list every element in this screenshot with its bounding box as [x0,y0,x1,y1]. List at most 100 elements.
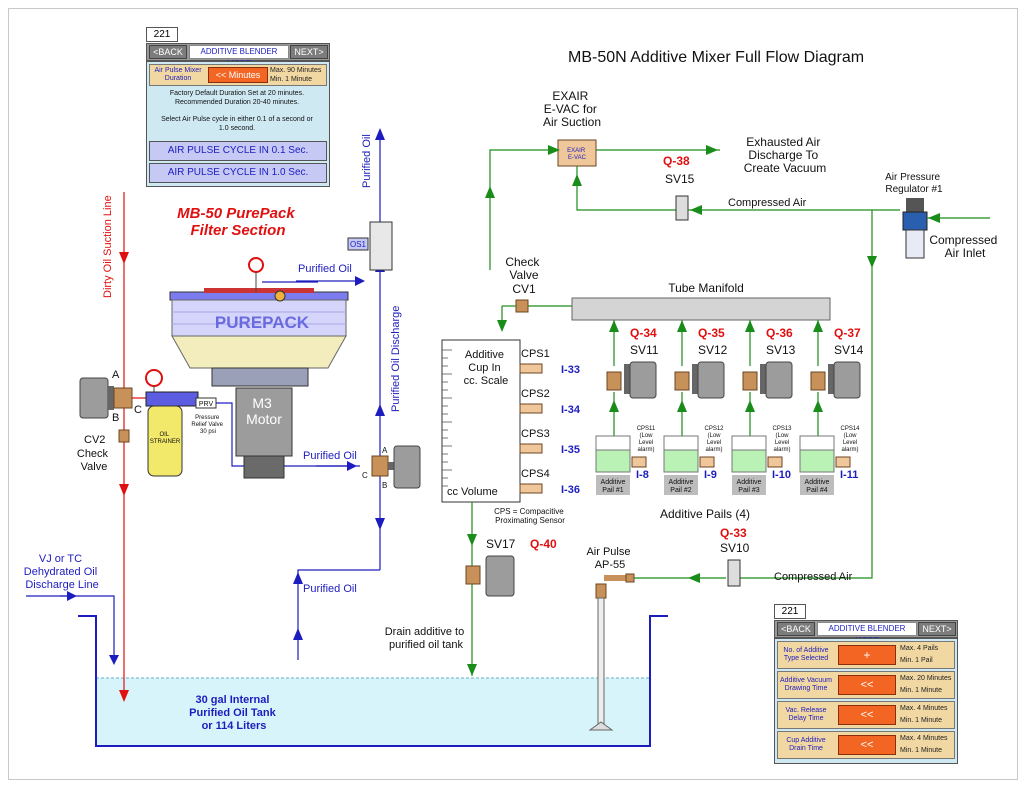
pail-valve [810,371,826,391]
svg-text:EXAIR E-VAC: EXAIR E-VAC [567,148,587,161]
pail-sv-label: SV14 [834,343,864,357]
cps-input-label: I-36 [561,484,580,496]
cps-note: CPS = Compacitive Proximating Sensor [494,507,566,525]
compressed-air-inlet-label: Compressed Air Inlet [929,233,1000,260]
vacuum-drawing-button[interactable]: << [838,675,896,695]
regulator-label: Air Pressure Regulator #1 [885,172,943,195]
cps-input-label: I-34 [561,404,581,416]
cv1-label: CV1 [512,282,536,296]
cup-drain-button[interactable]: << [838,735,896,755]
vj-line-label: VJ or TC Dehydrated Oil Discharge Line [24,553,100,591]
cps-sensor [519,443,543,454]
additive-pails-label: Additive Pails (4) [660,507,750,521]
right-valve-a: A [382,446,388,455]
sv10-label: SV10 [720,541,750,555]
panel-number: 221 [146,27,178,42]
additive-type-plus-button[interactable]: + [838,645,896,665]
pail-q-label: Q-35 [698,326,725,340]
pail-input-label: I-8 [636,469,649,481]
dirty-oil-label: Dirty Oil Suction Line [102,195,114,298]
pail-container [731,449,767,473]
q38-label: Q-38 [663,154,690,168]
mode-title: ADDITIVE BLENDER MODE [189,45,289,68]
exair-label: EXAIR E-VAC for Air Suction [543,89,601,129]
sv15-valve [675,195,689,221]
purified-oil-label-3: Purified Oil [303,583,357,595]
back-button[interactable]: <BACK [777,622,815,636]
purepack-label: PUREPACK [215,313,310,332]
os1-label: OS1 [350,240,367,249]
pail-input-label: I-9 [704,469,717,481]
duration-info: Factory Default Duration Set at 20 minut… [161,90,313,132]
pail-q-label: Q-36 [766,326,793,340]
pail-sv-label: SV13 [766,343,796,357]
panel-nav: <BACK ADDITIVE BLENDER MODE NEXT> [774,620,958,645]
drain-label: Drain additive to purified oil tank [385,626,468,651]
cv1-valve [515,299,529,313]
cps-label: CPS1 [521,348,550,360]
additive-cup-label: Additive Cup In cc. Scale [464,349,509,387]
release-delay-button[interactable]: << [838,705,896,725]
tube-manifold [571,297,831,321]
m3-motor [235,387,293,457]
sv17-valve [465,565,481,585]
pail-sv-label: SV12 [698,343,728,357]
air-pulse-cycle-1-0-button[interactable]: AIR PULSE CYCLE IN 1.0 Sec. [149,163,327,183]
additive-settings-panel: 221 <BACK ADDITIVE BLENDER MODE NEXT> No… [774,604,958,764]
vj-line [26,595,119,665]
svg-text:OIL STRAINER: OIL STRAINER [150,432,181,445]
prv-description: Pressure Relief Valve 30 psi [191,415,224,435]
right-valve-b: B [382,481,387,490]
cps-sensor [519,363,543,374]
sv17-label: SV17 [486,537,516,551]
air-pulse-cycle-0-1-button[interactable]: AIR PULSE CYCLE IN 0.1 Sec. [149,141,327,161]
mode-title: ADDITIVE BLENDER MODE [817,622,917,645]
left-valve-actuator [79,377,109,419]
oil-strainer [147,405,183,477]
air-pulse-label: Air Pulse AP-55 [586,546,633,571]
pail-input-label: I-11 [840,469,858,481]
left-valve-c: C [134,404,142,416]
tube-manifold-label: Tube Manifold [668,281,744,295]
tank-label: 30 gal Internal Purified Oil Tank or 114… [189,694,279,732]
cps-label: CPS2 [521,388,550,400]
purified-oil-top-label: Purified Oil [361,134,373,188]
additive-cup [441,339,521,503]
exhausted-air-label: Exhausted Air Discharge To Create Vacuum [744,135,826,175]
q40-label: Q-40 [530,537,557,551]
duration-minutes-button[interactable]: << Minutes [208,67,268,83]
pail-q-label: Q-37 [834,326,861,340]
pail-actuator [833,361,861,399]
exair-evac [557,139,597,167]
next-button[interactable]: NEXT> [290,45,328,59]
left-valve-a: A [112,369,120,381]
left-valve-b: B [112,412,119,424]
next-button[interactable]: NEXT> [918,622,956,636]
sv15-label: SV15 [665,172,695,186]
q33-label: Q-33 [720,526,747,540]
pail-valve [742,371,758,391]
back-button[interactable]: <BACK [149,45,187,59]
diagram-frame [8,8,1018,780]
cps-label: CPS3 [521,428,550,440]
pail-q-label: Q-34 [630,326,657,340]
pail-actuator [765,361,793,399]
cps-label: CPS4 [521,468,550,480]
cv1-check-valve-label: Check Valve [505,255,542,282]
right-valve-c: C [362,471,368,480]
motor-label: M3 Motor [246,395,282,427]
